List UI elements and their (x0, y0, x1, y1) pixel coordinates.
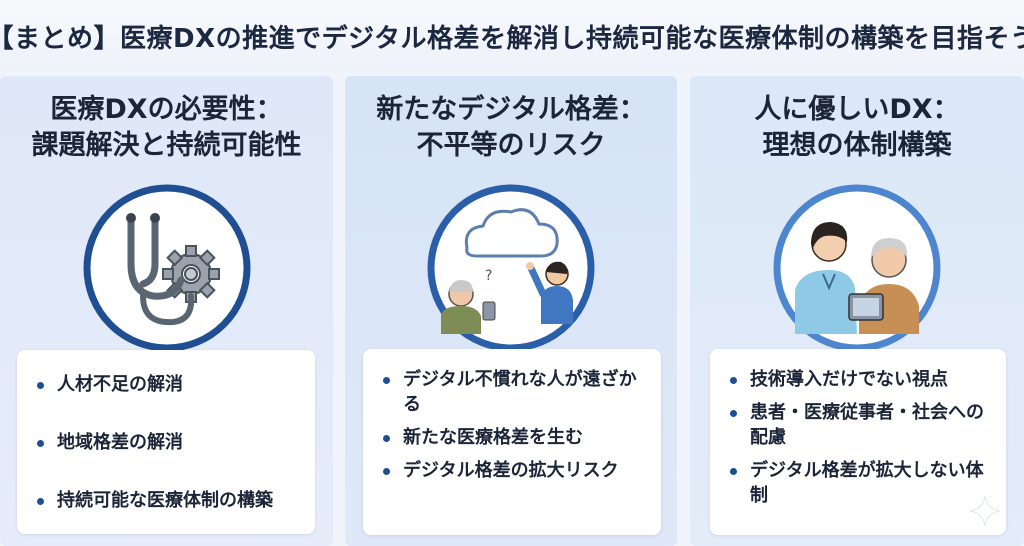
panel-title: 医療DXの必要性： 課題解決と持続可能性 (0, 92, 333, 164)
panel-title: 新たなデジタル格差： 不平等のリスク (345, 92, 677, 164)
panel-human-dx: 人に優しいDX： 理想の体制構築 技術導入だけでない視点 患者・医療従事者・社会… (690, 76, 1024, 546)
panel-title: 人に優しいDX： 理想の体制構築 (690, 92, 1024, 164)
list-item: 患者・医療従事者・社会への配慮 (728, 400, 990, 450)
panel-title-line1: 人に優しいDX： (754, 94, 960, 125)
panel-title-line2: 理想の体制構築 (762, 130, 952, 161)
bullet-card: 技術導入だけでない視点 患者・医療従事者・社会への配慮 デジタル格差が拡大しない… (710, 349, 1006, 535)
panel-digital-divide: 新たなデジタル格差： 不平等のリスク ? デジタル不慣れな人が遠ざかる 新たな医… (345, 76, 677, 546)
bullet-card: 人材不足の解消 地域格差の解消 持続可能な医療体制の構築 (17, 350, 315, 534)
page-title: 【まとめ】医療DXの推進でデジタル格差を解消し持続可能な医療体制の構築を目指そう (0, 23, 1024, 54)
list-item: 技術導入だけでない視点 (728, 367, 990, 392)
list-item: 地域格差の解消 (35, 430, 299, 455)
bullet-card: デジタル不慣れな人が遠ざかる 新たな医療格差を生む デジタル格差の拡大リスク (363, 349, 661, 535)
cloud-people-icon: ? (427, 184, 595, 352)
stethoscope-gear-icon (83, 184, 251, 352)
nurse-elder-icon (773, 184, 941, 352)
list-item: デジタル格差の拡大リスク (381, 458, 645, 483)
sparkle-icon (968, 494, 1002, 528)
list-item: 人材不足の解消 (35, 372, 299, 397)
header-banner: 【まとめ】医療DXの推進でデジタル格差を解消し持続可能な医療体制の構築を目指そう (0, 0, 1024, 72)
list-item: デジタル格差が拡大しない体制 (728, 458, 990, 508)
panel-title-line1: 医療DXの必要性： (50, 94, 283, 125)
list-item: デジタル不慣れな人が遠ざかる (381, 367, 645, 417)
list-item: 持続可能な医療体制の構築 (35, 488, 299, 513)
list-item: 新たな医療格差を生む (381, 425, 645, 450)
svg-text:?: ? (485, 268, 492, 284)
panel-title-line1: 新たなデジタル格差： (376, 94, 646, 125)
panel-title-line2: 不平等のリスク (416, 130, 606, 161)
panel-title-line2: 課題解決と持続可能性 (31, 130, 302, 161)
panel-dx-necessity: 医療DXの必要性： 課題解決と持続可能性 (0, 76, 333, 546)
